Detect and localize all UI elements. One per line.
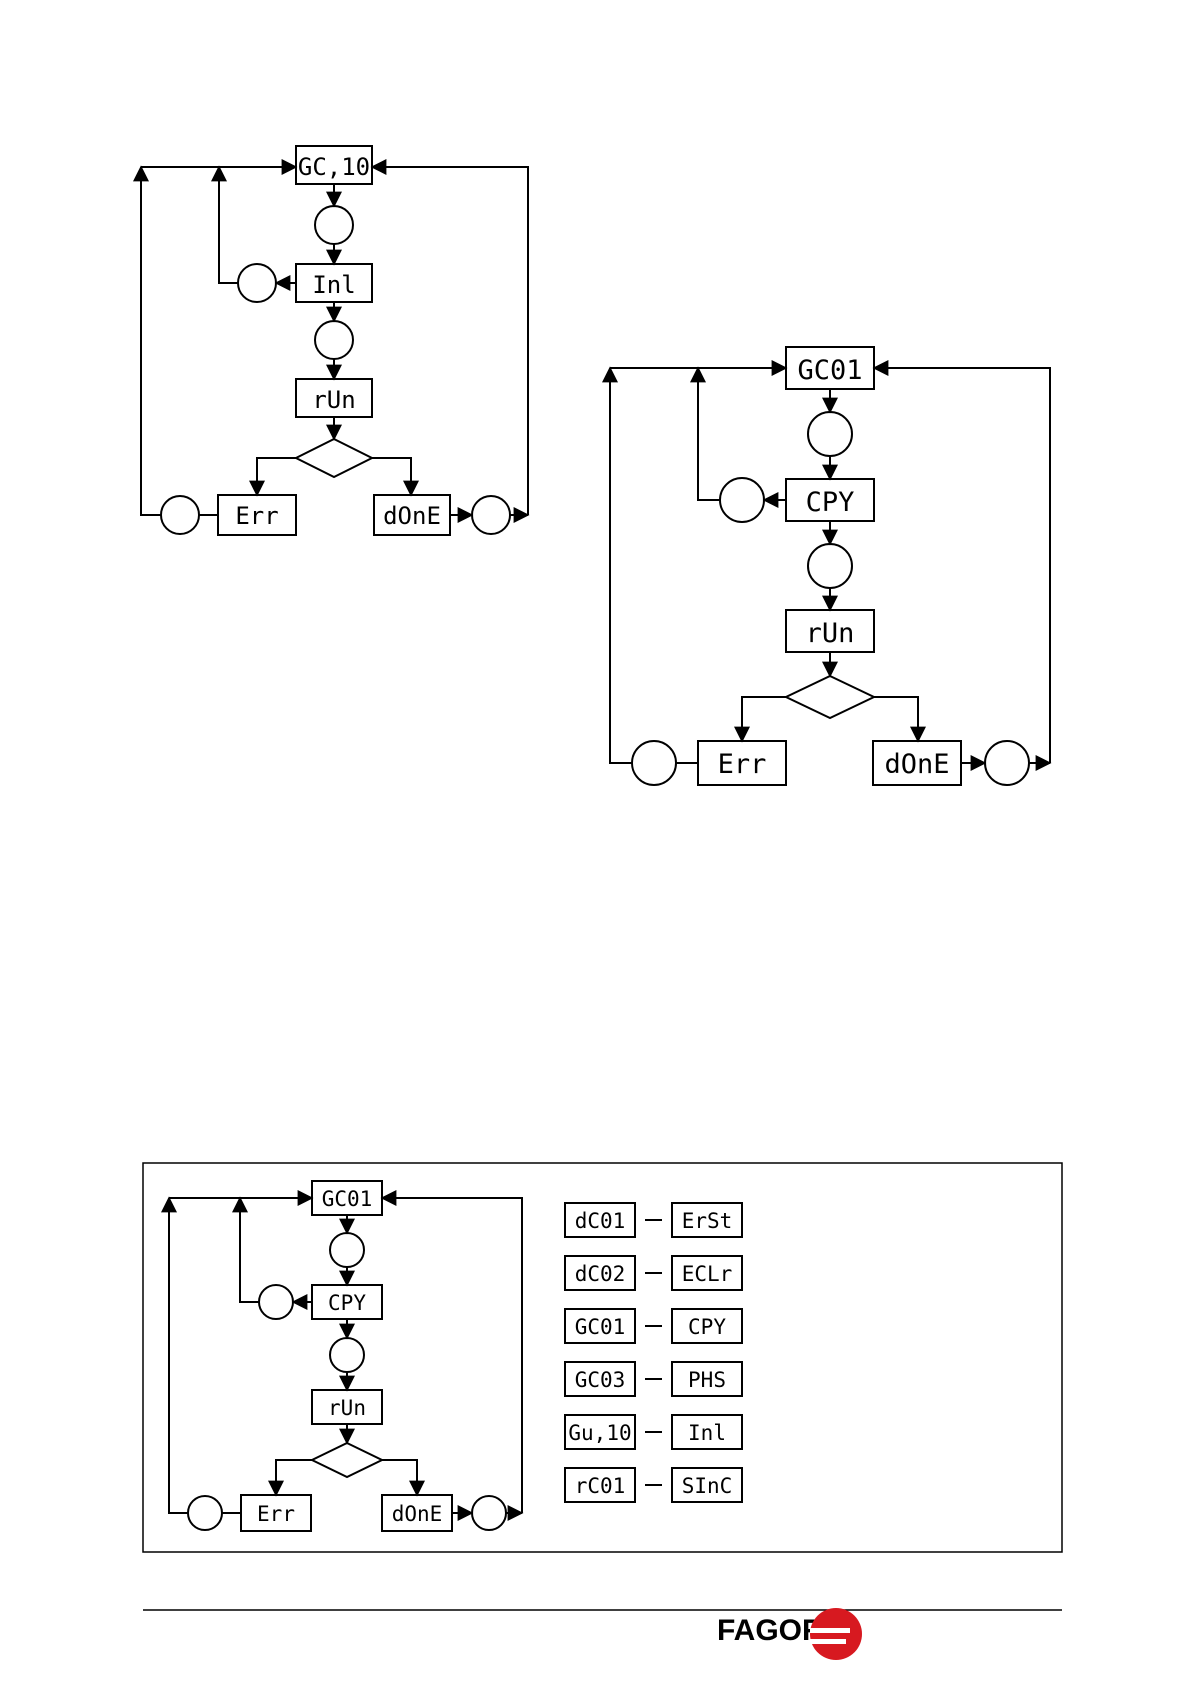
gc10-circle-done	[472, 496, 510, 534]
command-action-text: CPY	[688, 1315, 726, 1339]
command-row: dC01 ErSt	[565, 1203, 742, 1237]
flow-diagram-gc01	[610, 347, 1050, 785]
small-title-text: GC01	[322, 1187, 373, 1211]
gc10-run-text: rUn	[312, 386, 355, 414]
small-circle-err	[188, 1496, 222, 1530]
small-circle-left	[259, 1285, 293, 1319]
command-row: GC01 CPY	[565, 1309, 742, 1343]
flow-diagram-gc10	[141, 146, 528, 535]
command-action-text: Inl	[688, 1421, 726, 1445]
command-action-text: ECLr	[682, 1262, 733, 1286]
small-circle-1	[330, 1233, 364, 1267]
gc10-circle-err	[161, 496, 199, 534]
small-run-text: rUn	[328, 1396, 366, 1420]
fagor-logo: FAGOR	[717, 1608, 862, 1660]
command-code-text: Gu,10	[568, 1421, 631, 1445]
gc01-err-text: Err	[718, 749, 767, 780]
fagor-logo-text: FAGOR	[717, 1614, 824, 1647]
gc01-circle-left	[720, 478, 764, 522]
gc01-step-text: CPY	[806, 487, 855, 518]
command-code-text: dC01	[575, 1209, 626, 1233]
gc01-circle-err	[632, 741, 676, 785]
command-action-text: ErSt	[682, 1209, 733, 1233]
command-row: Gu,10 Inl	[565, 1415, 742, 1449]
command-code-text: GC03	[575, 1368, 626, 1392]
command-code-text: GC01	[575, 1315, 626, 1339]
gc01-done-text: dOnE	[884, 749, 949, 780]
gc01-title-text: GC01	[797, 355, 862, 386]
gc01-decision-diamond	[786, 676, 874, 718]
command-action-text: SInC	[682, 1474, 733, 1498]
command-row: dC02 ECLr	[565, 1256, 742, 1290]
command-row: GC03 PHS	[565, 1362, 742, 1396]
gc10-circle-left	[238, 264, 276, 302]
gc01-run-text: rUn	[806, 618, 855, 649]
command-code-text: rC01	[575, 1474, 626, 1498]
gc10-err-text: Err	[235, 502, 278, 530]
small-step-text: CPY	[328, 1291, 366, 1315]
flow-diagram-small-gc01	[169, 1181, 522, 1531]
gc01-circle-done	[985, 741, 1029, 785]
small-decision-diamond	[312, 1443, 382, 1477]
gc01-circle-2	[808, 544, 852, 588]
gc01-circle-1	[808, 412, 852, 456]
fagor-emblem-icon	[810, 1608, 862, 1660]
small-circle-done	[472, 1496, 506, 1530]
small-err-text: Err	[257, 1502, 295, 1526]
command-action-text: PHS	[688, 1368, 726, 1392]
gc10-circle-2	[315, 321, 353, 359]
gc10-title-text: GC,10	[298, 153, 370, 181]
gc10-circle-1	[315, 206, 353, 244]
gc10-done-text: dOnE	[383, 502, 441, 530]
gc10-step-text: Inl	[312, 271, 355, 299]
command-code-text: dC02	[575, 1262, 626, 1286]
small-done-text: dOnE	[392, 1502, 443, 1526]
gc10-decision-diamond	[296, 439, 372, 477]
command-row: rC01 SInC	[565, 1468, 742, 1502]
small-circle-2	[330, 1338, 364, 1372]
